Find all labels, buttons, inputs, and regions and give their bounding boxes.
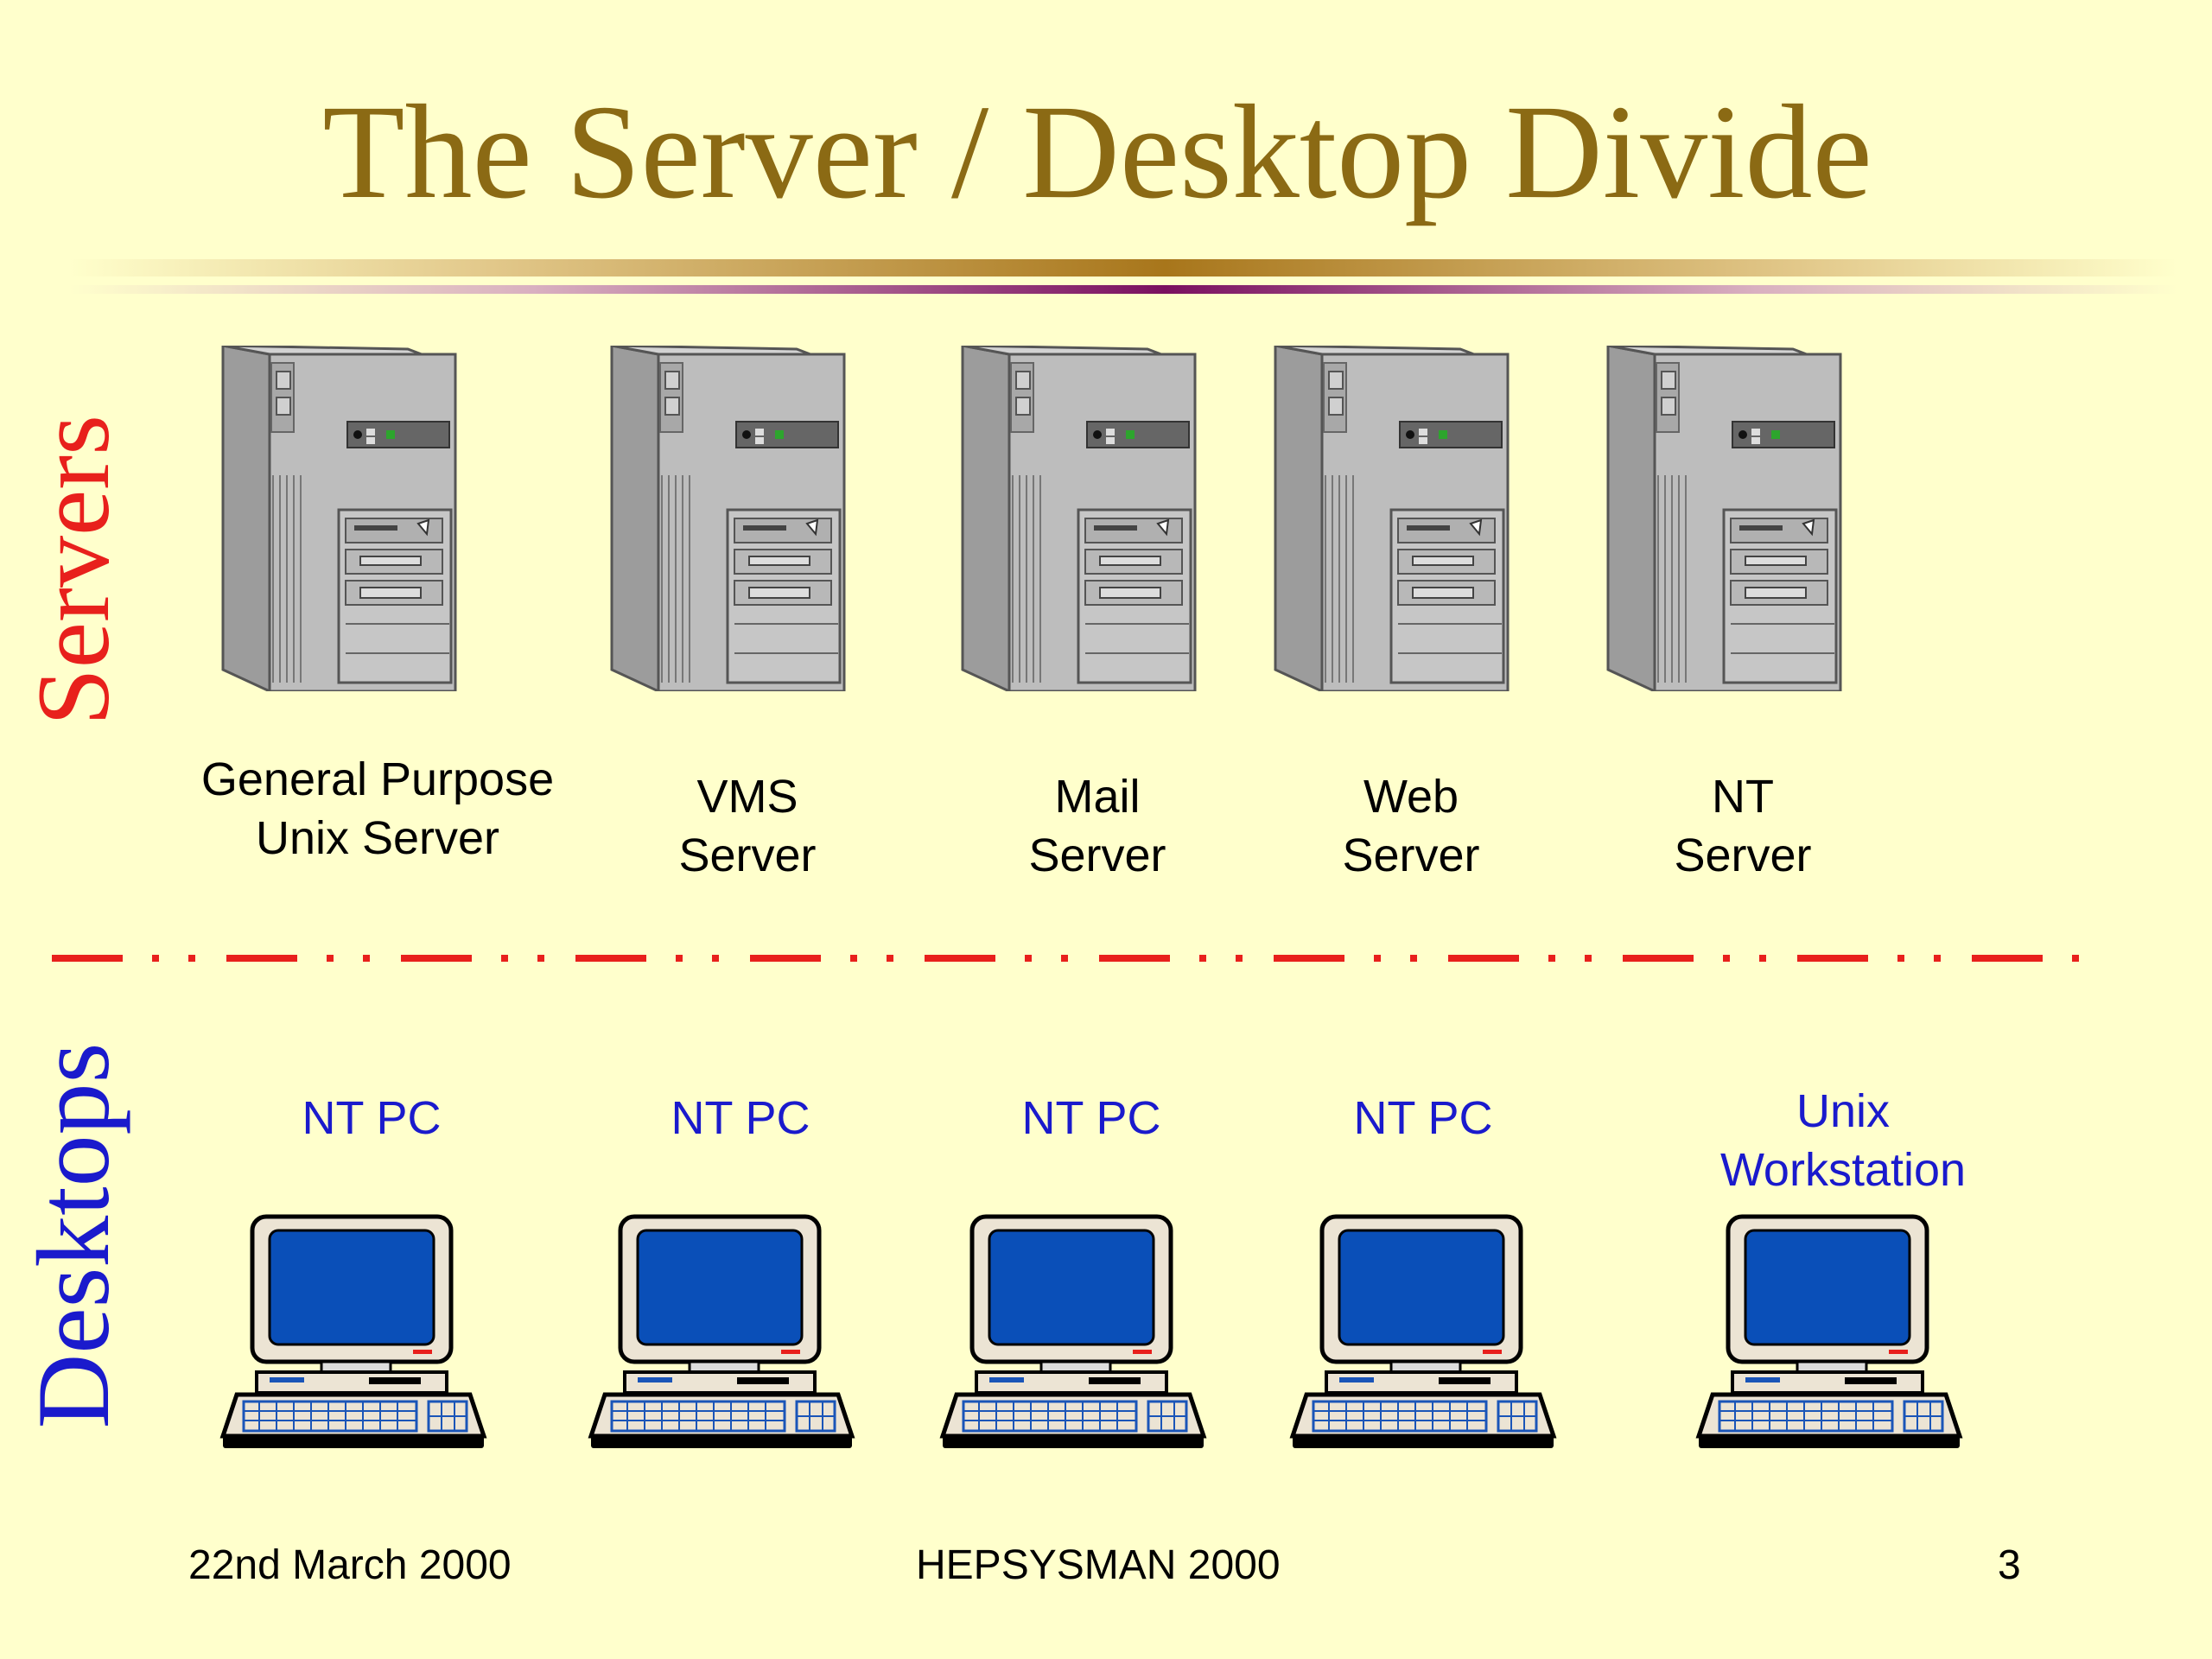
servers-heading: Servers [16,415,130,726]
desktop-label-nt-pc: NT PC [1021,1092,1161,1144]
footer-event: HEPSYSMAN 2000 [916,1542,1281,1588]
desktop-label-unix-workstation: Unix Workstation [1719,1085,1967,1196]
title-underline-purple [69,285,2177,294]
desktop-computer-icon [218,1210,503,1469]
server-tower-icon [957,346,1199,691]
desktop-computer-icon [938,1210,1223,1469]
desktop-computer-icon [586,1210,871,1469]
server-label-vms: VMS Server [678,771,817,881]
server-tower-icon [1270,346,1512,691]
footer-date: 22nd March 2000 [188,1542,512,1588]
server-label-unix: General Purpose Unix Server [200,753,555,864]
server-label-web: Web Server [1342,771,1480,881]
title-underline-gold [69,259,2177,276]
server-label-nt: NT Server [1674,771,1812,881]
slide-number: 3 [1998,1542,2021,1588]
server-label-mail: Mail Server [1028,771,1166,881]
slide-title: The Server / Desktop Divide [322,77,1872,226]
server-tower-icon [607,346,849,691]
desktops-heading: Desktops [16,1042,130,1429]
server-tower-icon [1603,346,1845,691]
desktop-computer-icon [1694,1210,1979,1469]
server-tower-icon [218,346,460,691]
desktop-label-nt-pc: NT PC [302,1092,442,1144]
server-desktop-divider [52,955,2100,962]
desktop-computer-icon [1287,1210,1573,1469]
desktop-label-nt-pc: NT PC [671,1092,810,1144]
desktop-label-nt-pc: NT PC [1353,1092,1493,1144]
